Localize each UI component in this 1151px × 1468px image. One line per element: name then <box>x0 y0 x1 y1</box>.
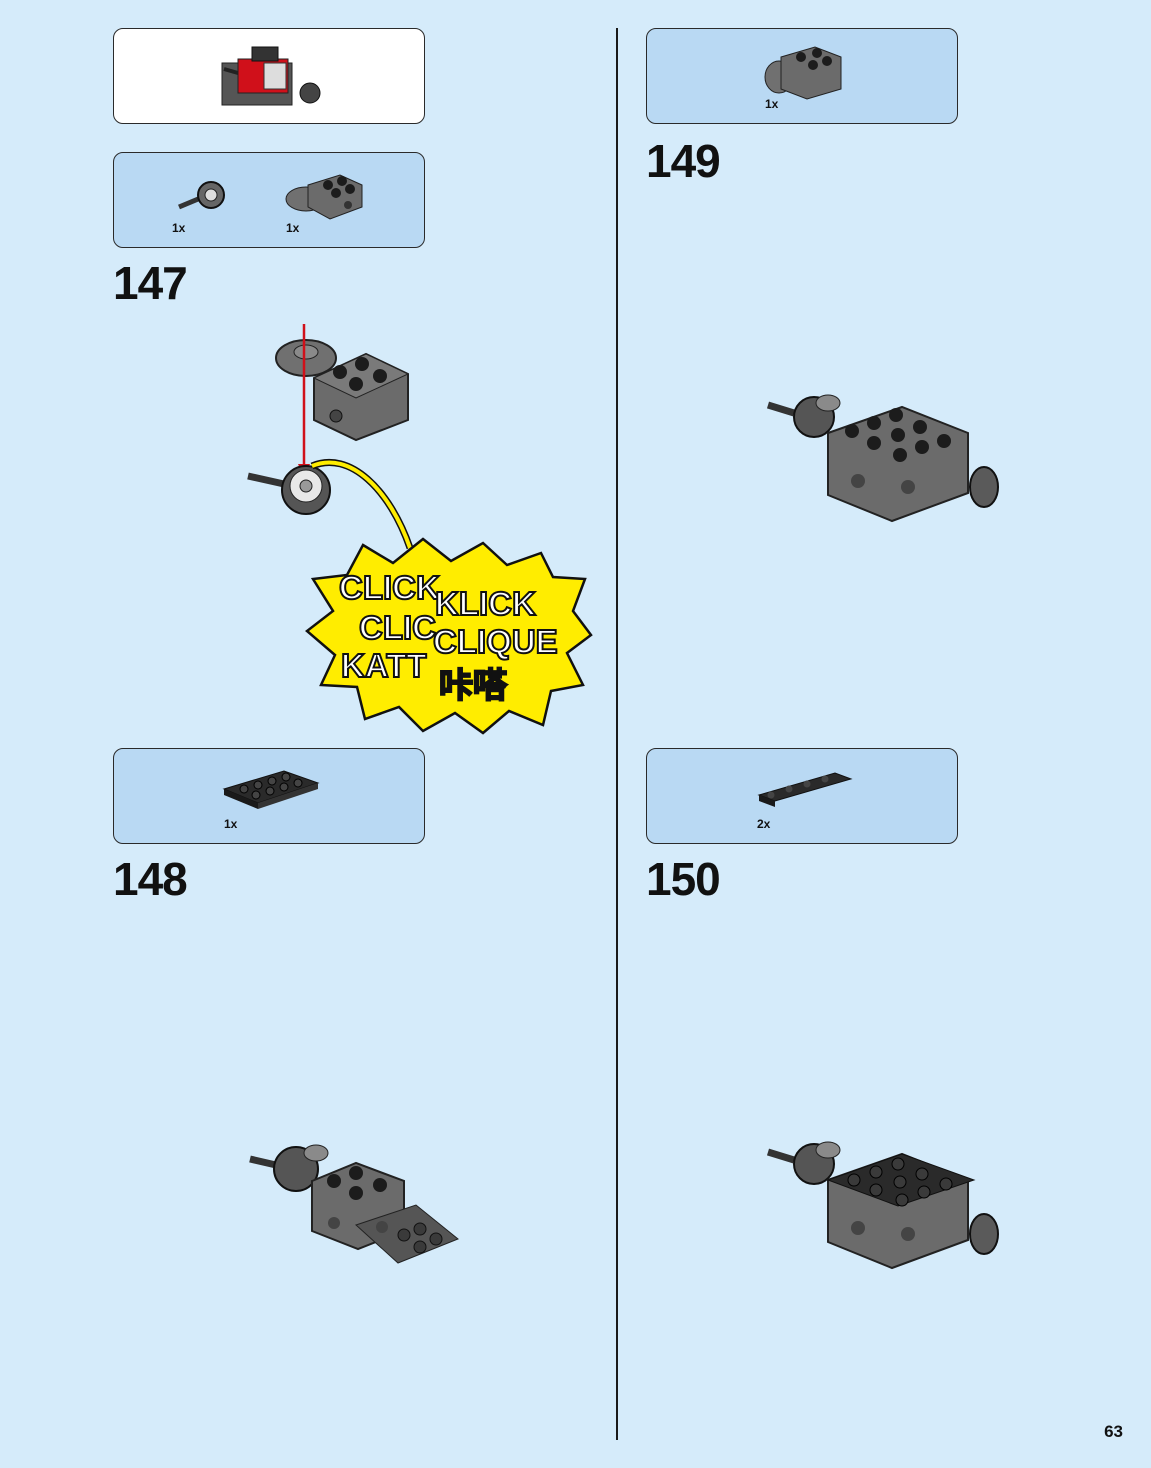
submodel-callout <box>113 28 425 124</box>
parts-list-147: 1x 1x <box>113 152 425 248</box>
part-qty: 1x <box>286 221 300 235</box>
step-number: 150 <box>646 853 721 905</box>
step-number: 148 <box>113 853 188 905</box>
click-word-nl: KATT <box>341 647 427 684</box>
click-word-zh: 咔嗒 <box>439 667 508 705</box>
click-word-en: CLICK <box>339 569 440 606</box>
step-149-assembly <box>766 394 999 523</box>
brick-with-pin-hole-part-icon <box>764 46 842 100</box>
parts-list-150: 2x <box>646 748 958 844</box>
brick-with-plate-part-icon <box>285 174 363 220</box>
step-number: 147 <box>113 257 188 309</box>
step-147-assembly <box>247 324 414 550</box>
page-number: 63 <box>1104 1422 1123 1441</box>
column-divider <box>616 28 618 1440</box>
part-qty: 1x <box>172 221 186 235</box>
step-148-assembly <box>249 1144 459 1264</box>
step-150-assembly <box>766 1141 999 1270</box>
click-word-fr-alt: CLIQUE <box>433 623 558 660</box>
step-number: 149 <box>646 135 721 187</box>
part-qty: 1x <box>765 97 779 111</box>
parts-list-149: 1x <box>646 28 958 124</box>
ball-joint-part-icon <box>178 181 225 210</box>
plate-2x4-part-icon <box>222 770 320 809</box>
submodel-image <box>221 46 321 106</box>
part-qty: 2x <box>757 817 771 831</box>
click-word-fr: CLIC <box>359 609 436 646</box>
part-qty: 1x <box>224 817 238 831</box>
click-burst: CLICK KLICK CLIC CLIQUE KATT 咔嗒 <box>305 537 593 735</box>
click-word-de: KLICK <box>435 585 536 622</box>
plate-1x4-part-icon <box>757 772 853 807</box>
parts-list-148: 1x <box>113 748 425 844</box>
